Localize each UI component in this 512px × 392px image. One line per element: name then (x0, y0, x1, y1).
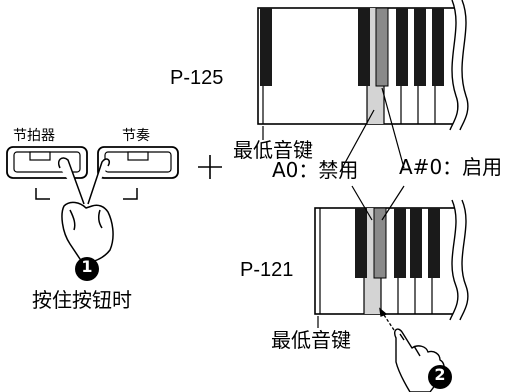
highlight-asharp0-key-bottom (373, 207, 387, 279)
piano-top-lowest-key-label: 最低音键 (233, 138, 313, 162)
step-2-number: 2 (434, 365, 446, 384)
key-a0-label: A0：禁用 (272, 158, 359, 182)
step-2-badge (428, 365, 452, 389)
step-1-caption: 按住按钮时 (32, 288, 132, 312)
keyboard-bottom (314, 199, 478, 321)
bracket-right (123, 188, 138, 200)
plus-sign-icon (198, 155, 222, 179)
hand-pressing-icon (57, 157, 114, 264)
metronome-button-label: 节拍器 (13, 128, 55, 144)
key-asharp0-label: A#0：启用 (399, 155, 503, 179)
step-1-badge (75, 257, 99, 281)
step-1-number: 1 (81, 257, 93, 276)
tempo-button-label: 节奏 (122, 128, 150, 144)
highlight-asharp0-key-top (375, 7, 389, 87)
piano-bottom-lowest-key-label: 最低音键 (271, 328, 351, 352)
keyboard-top (257, 0, 478, 131)
piano-top-model: P-125 (170, 67, 224, 89)
plus-sign-text: + (0, 0, 1, 1)
bracket-left (35, 188, 50, 200)
leader-lines (262, 87, 405, 328)
arrow-icon (379, 307, 395, 331)
piano-bottom-model: P-121 (240, 259, 294, 281)
